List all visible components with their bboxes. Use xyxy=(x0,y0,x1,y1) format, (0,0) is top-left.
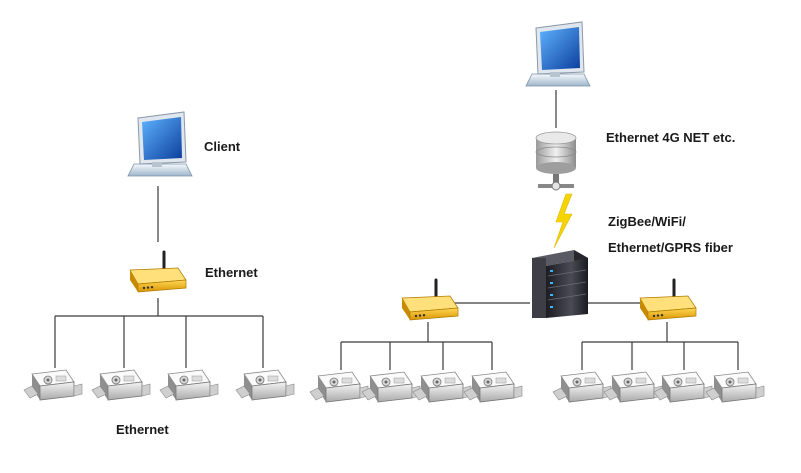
right-router-left-icon xyxy=(400,278,460,322)
wireless-link-icon xyxy=(553,193,573,249)
left-sensor-icon xyxy=(159,369,219,401)
sensor-icon xyxy=(412,371,472,403)
bottom-ethernet-label: Ethernet xyxy=(116,422,169,437)
sensor-icon xyxy=(552,371,612,403)
left-cluster xyxy=(23,111,295,401)
sensor-icon xyxy=(603,371,663,403)
link-type-label-line2: Ethernet/GPRS fiber xyxy=(608,240,733,255)
left-router-icon xyxy=(128,250,188,294)
sensor-icon xyxy=(653,371,713,403)
client-label: Client xyxy=(204,139,241,154)
link-type-label-line1: ZigBee/WiFi/ xyxy=(608,214,686,229)
rack-server-icon xyxy=(532,250,588,318)
right-cluster xyxy=(309,21,765,403)
client-computer-icon xyxy=(127,111,193,177)
left-bus-lines xyxy=(54,298,264,368)
sensor-icon xyxy=(705,371,765,403)
left-sensor-icon xyxy=(91,369,151,401)
sensor-icon xyxy=(463,371,523,403)
sensor-icon xyxy=(309,371,369,403)
left-sensor-icon xyxy=(23,369,83,401)
right-router-right-icon xyxy=(638,278,698,322)
left-sensor-icon xyxy=(235,369,295,401)
right-bus-lines xyxy=(340,302,739,370)
sensor-icon xyxy=(361,371,421,403)
gateway-ethernet-label: Ethernet xyxy=(205,265,258,280)
server-computer-icon xyxy=(525,21,591,87)
database-server-icon xyxy=(535,131,577,191)
server-network-label: Ethernet 4G NET etc. xyxy=(606,130,736,145)
